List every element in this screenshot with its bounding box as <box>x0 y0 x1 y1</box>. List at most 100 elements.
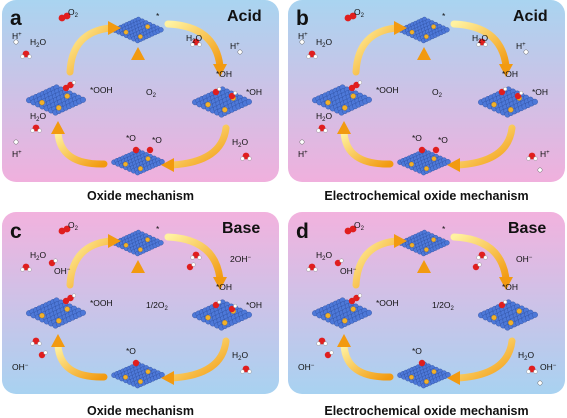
proton-icon <box>299 139 305 145</box>
proton-label: H+ <box>12 31 22 41</box>
water-molecule-icon <box>316 337 328 346</box>
panel-b: b Acid Electrochemical oxide mechanism *… <box>286 0 567 209</box>
arrow-to-top <box>66 21 121 76</box>
adsorbate-icon <box>212 299 222 309</box>
water-label: H2O <box>232 137 249 149</box>
ion-label: H+ <box>540 149 550 159</box>
arrow-to-left <box>337 121 394 168</box>
water-molecule-icon <box>240 365 252 374</box>
arrow-to-top <box>66 234 121 289</box>
adsorbate-label: *O <box>412 346 422 356</box>
adsorbate-label: *OH <box>216 69 233 79</box>
adsorbate-icon <box>348 80 362 92</box>
proton-icon <box>299 39 305 45</box>
arrow-center <box>131 47 145 148</box>
panel-letter: a <box>10 7 22 30</box>
ion-label: 2OH− <box>230 254 251 264</box>
hydroxide-icon <box>472 262 482 271</box>
water-label: H2O <box>316 111 333 123</box>
panel-caption: Electrochemical oxide mechanism <box>324 404 529 418</box>
hydroxide-icon <box>38 350 48 359</box>
water-molecule-icon <box>316 124 328 133</box>
adsorbate-icon <box>212 86 222 96</box>
surface-site-label: * <box>156 11 160 21</box>
adsorbate-icon <box>132 146 140 154</box>
ion-label: OH− <box>12 362 29 372</box>
center-molecule-label: 1/2O2 <box>146 300 168 312</box>
adsorbate-icon <box>418 359 426 367</box>
proton-icon <box>523 49 529 55</box>
catalyst-surface-right <box>192 86 252 118</box>
water-label: H2O <box>518 350 535 362</box>
water-molecule-icon <box>240 152 252 161</box>
hydroxide-label: OH− <box>54 266 71 276</box>
arrow-center <box>417 47 431 148</box>
ion-label: H+ <box>298 149 308 159</box>
condition-label: Acid <box>227 8 262 25</box>
water-molecule-icon <box>306 50 318 59</box>
adsorbate-icon <box>498 86 508 96</box>
adsorbate-label: *OOH <box>90 298 113 308</box>
arrow-to-left <box>337 334 394 381</box>
adsorbate-label: *OOH <box>90 85 113 95</box>
water-molecule-icon <box>306 263 318 272</box>
adsorbate-icon <box>62 293 76 305</box>
adsorbate-label: *OH <box>216 282 233 292</box>
arrow-to-left <box>51 334 108 381</box>
condition-label: Base <box>508 220 547 237</box>
adsorbate-label: *OH <box>502 69 519 79</box>
adsorbate-icon <box>348 293 362 305</box>
water-molecule-icon <box>30 337 42 346</box>
oxygen-molecule-icon <box>344 225 357 235</box>
arrow-to-bottom <box>447 124 516 172</box>
adsorbate-label: *O <box>412 133 422 143</box>
hydroxide-label: OH− <box>340 266 357 276</box>
water-label: H2O <box>472 33 489 45</box>
water-label: H2O <box>186 33 203 45</box>
mechanism-diagram <box>20 225 252 389</box>
oxygen-molecule-icon <box>58 225 71 235</box>
adsorbate-label: *OOH <box>376 85 399 95</box>
arrow-to-right <box>164 233 227 290</box>
hydroxide-icon <box>186 262 196 271</box>
water-molecule-icon <box>476 38 488 47</box>
catalyst-surface-right <box>478 86 538 118</box>
condition-label: Base <box>222 220 261 237</box>
adsorbate-icon <box>418 146 426 154</box>
water-molecule-icon <box>20 50 32 59</box>
water-label: H2O <box>232 350 249 362</box>
water-label: H2O <box>30 37 47 49</box>
arrow-to-top <box>352 21 407 76</box>
o2-label: O2 <box>68 220 78 232</box>
arrow-to-right <box>450 233 513 290</box>
proton-icon <box>237 49 243 55</box>
adsorbate-label: *OH <box>502 282 519 292</box>
catalyst-surface-right <box>192 299 252 331</box>
water-molecule-icon <box>476 251 488 260</box>
catalyst-surface-top <box>112 229 164 257</box>
panel-caption: Oxide mechanism <box>87 189 194 203</box>
water-label: H2O <box>316 37 333 49</box>
catalyst-surface-left <box>26 84 86 116</box>
ion-label: H+ <box>516 41 526 51</box>
proton-label: H+ <box>298 31 308 41</box>
adsorbate-icon <box>228 90 238 100</box>
hydroxide-icon <box>48 258 58 267</box>
adsorbate-label: *OH <box>246 300 263 310</box>
ion-label: OH− <box>516 254 533 264</box>
catalyst-surface-top <box>398 229 450 257</box>
water-label: H2O <box>30 250 47 262</box>
proton-icon <box>13 139 19 145</box>
ion-label: H+ <box>12 149 22 159</box>
adsorbate-icon <box>228 303 238 313</box>
panel-caption: Electrochemical oxide mechanism <box>324 189 529 203</box>
hydroxide-icon <box>324 350 334 359</box>
panel-letter: b <box>296 7 309 30</box>
mechanism-diagram <box>299 12 543 176</box>
catalyst-surface-bottom <box>111 361 165 389</box>
ion-label: OH− <box>540 362 557 372</box>
catalyst-surface-left <box>312 84 372 116</box>
adsorbate-label: *O <box>438 135 448 145</box>
